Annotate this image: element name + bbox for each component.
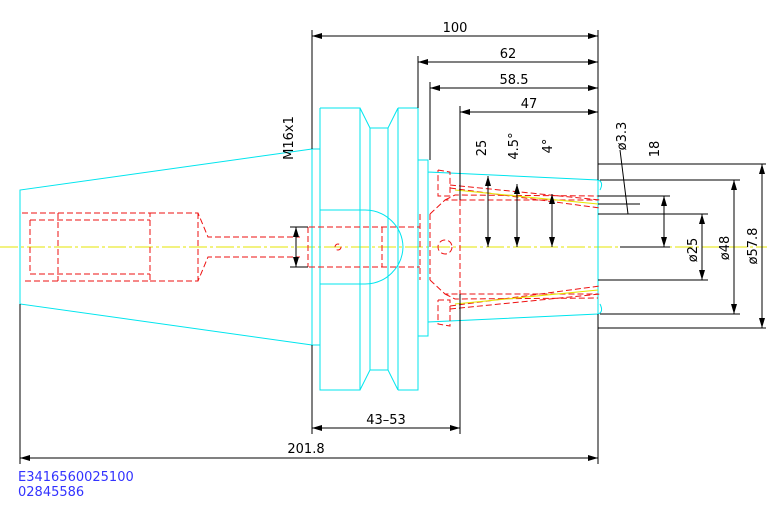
dim-dia-25: ø25	[686, 238, 701, 263]
dim-25: 25	[475, 140, 490, 157]
dimension-lines	[19, 30, 766, 464]
dim-58-5: 58.5	[500, 73, 529, 88]
dim-angle-4-5: 4.5°	[507, 132, 522, 159]
dim-18: 18	[648, 141, 663, 158]
order-code: 02845586	[18, 485, 85, 500]
hidden-lines	[22, 169, 601, 327]
holder-outline	[19, 107, 603, 391]
dim-62: 62	[500, 47, 517, 62]
dim-dia-3-3: ø3.3	[615, 122, 630, 151]
dim-angle-4: 4°	[541, 139, 556, 154]
dimension-arrows	[20, 33, 765, 461]
dim-47: 47	[521, 97, 538, 112]
part-code: E3416560025100	[18, 470, 134, 485]
dim-dia-48: ø48	[718, 236, 733, 261]
dim-m16x1: M16x1	[282, 116, 297, 160]
dim-43-53: 43–53	[366, 413, 406, 428]
collet-highlight	[454, 189, 599, 305]
dim-100: 100	[443, 21, 468, 36]
dim-dia-57-8: ø57.8	[746, 228, 761, 265]
dim-201-8: 201.8	[287, 442, 324, 457]
